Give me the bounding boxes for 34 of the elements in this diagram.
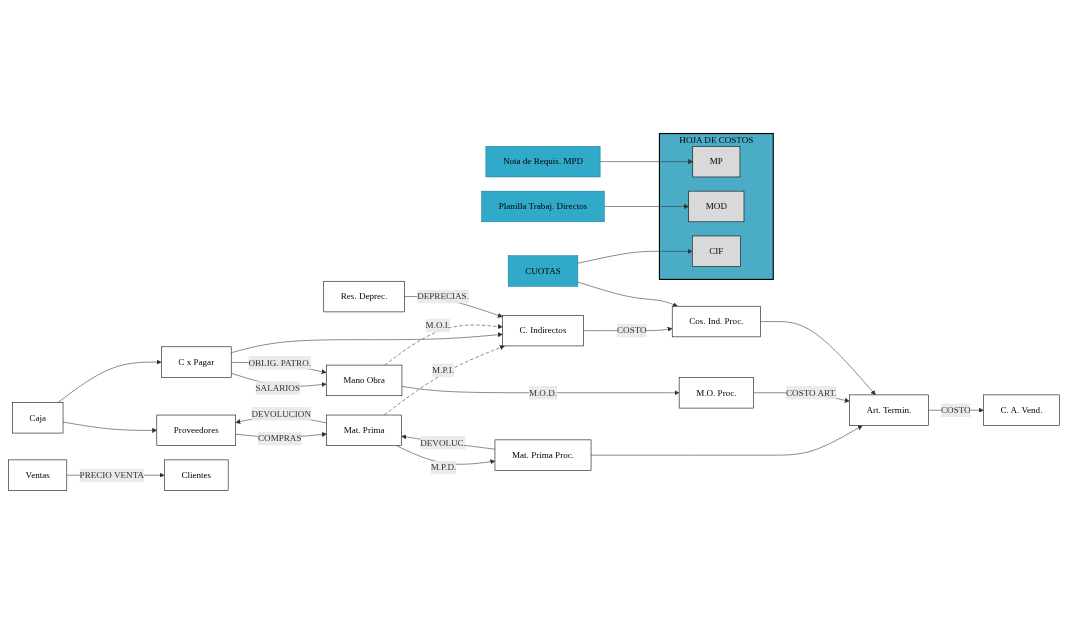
node-box: C x Pagar — [160, 346, 231, 378]
node-box: MOD — [687, 190, 744, 223]
node-box: Mat. Prima Proc. — [494, 439, 591, 471]
edge-label: COSTO — [616, 325, 647, 336]
edge-label: PRECIO VENTA — [79, 470, 144, 480]
edge-label: SALARIOS — [255, 382, 300, 393]
edge-label: DEVOLUCION — [250, 408, 311, 419]
node-box: Art. Termin. — [848, 394, 929, 426]
node-box: Proveedores — [156, 414, 236, 446]
edge-label: OBLIG. PATRO. — [248, 357, 311, 368]
edge-label: COMPRAS — [257, 433, 301, 444]
edge-label: M.O.D. — [528, 387, 557, 398]
node-box: Mat. Prima — [325, 414, 402, 446]
edge-label: M.P.I. — [431, 365, 454, 375]
node-box: C. Indirectos — [501, 314, 584, 347]
edge-label: M.P.D. — [430, 462, 456, 473]
edge-label: DEPRECIAS. — [416, 291, 469, 302]
edge-label: COSTO — [940, 405, 971, 415]
node-box: Planilla Trabaj. Directos — [480, 190, 605, 223]
node-box: MP — [691, 146, 740, 178]
node-box: CIF — [691, 235, 741, 267]
node-box: Ventas — [7, 459, 67, 491]
node-box: Cos. Ind. Proc. — [671, 305, 761, 338]
node-box: Mano Obra — [325, 364, 402, 396]
edge-label: COSTO ART. — [785, 387, 837, 398]
node-box: Caja — [11, 402, 63, 434]
node-box: Nota de Requis. MPD — [485, 146, 600, 178]
node-box: C. A. Vend. — [982, 394, 1060, 426]
node-box: M.O. Proc. — [678, 377, 754, 409]
edge-label: M.O.I. — [425, 320, 450, 330]
edge-label: DEVOLUC. — [419, 437, 466, 448]
node-box: Clientes — [163, 459, 228, 491]
node-box: Res. Deprec. — [322, 280, 405, 313]
node-box: CUOTAS — [507, 255, 578, 287]
